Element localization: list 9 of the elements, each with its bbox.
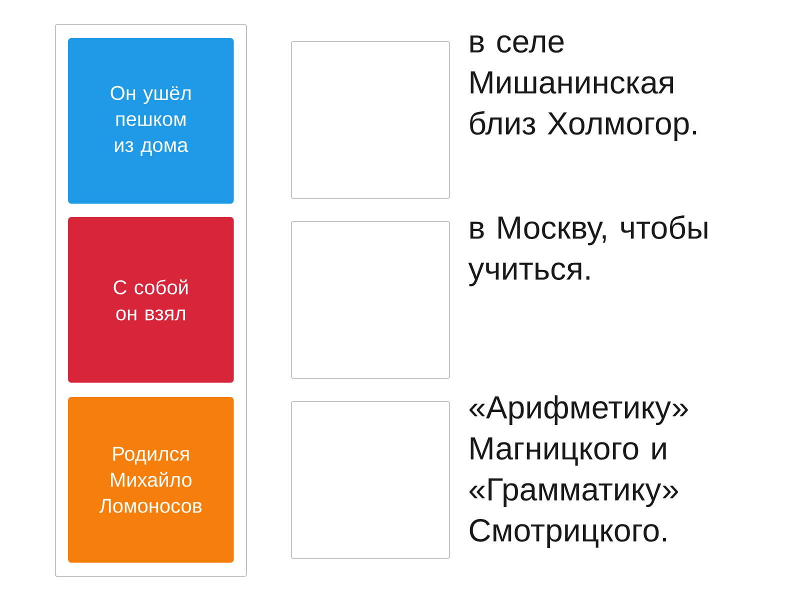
card: С собой он взял (68, 217, 234, 383)
answer-box (291, 401, 450, 559)
answer-box (291, 221, 450, 379)
answer-text: в Москву, чтобы учиться. (468, 215, 708, 286)
card: Родился Михайло Ломоносов (68, 397, 234, 563)
answer-text: в селе Мишанинская близ Холмогор. (470, 35, 696, 142)
answer-box (291, 41, 450, 199)
answer-text: «Арифметику» Магницкого и «Грамматику» Смотрицкого. (470, 395, 688, 548)
card: Он ушёл пешком из дома (68, 38, 234, 204)
